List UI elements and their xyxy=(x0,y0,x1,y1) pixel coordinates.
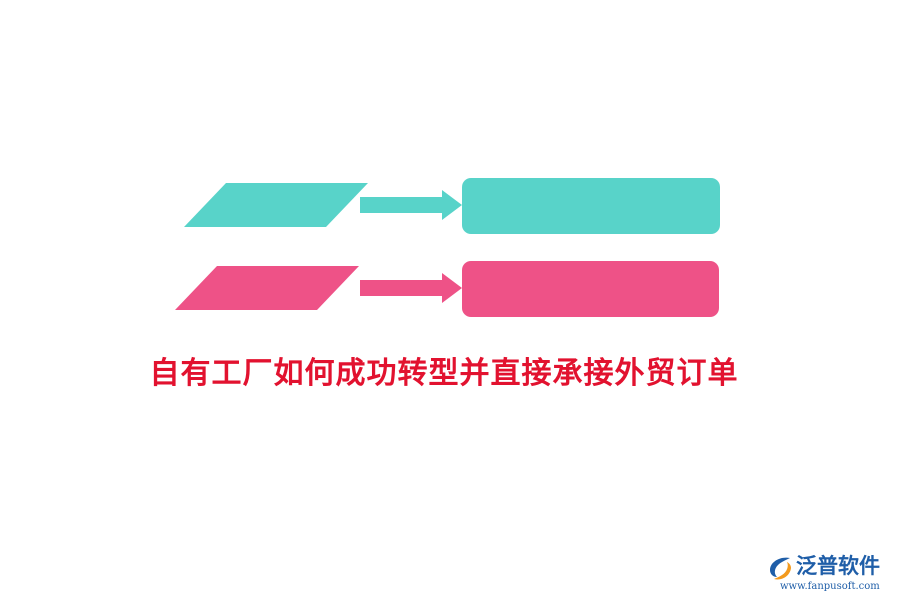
result-box-2 xyxy=(462,261,719,317)
logo-swoosh-blue xyxy=(770,557,790,577)
arrow-shaft-2 xyxy=(360,280,446,296)
result-box-1 xyxy=(462,178,720,234)
flow-diagram xyxy=(175,178,720,317)
page-title: 自有工厂如何成功转型并直接承接外贸订单 xyxy=(149,356,739,391)
logo-swoosh-orange xyxy=(774,562,791,580)
fanpu-logo-icon xyxy=(770,557,791,580)
brand-logo: 泛普软件 www.fanpusoft.com xyxy=(766,552,892,596)
arrow-shaft-1 xyxy=(360,197,446,213)
arrow-head-1 xyxy=(442,190,462,220)
flow-row-1 xyxy=(184,178,720,234)
brand-name: 泛普软件 xyxy=(796,554,880,578)
brand-url: www.fanpusoft.com xyxy=(780,581,880,592)
flow-row-2 xyxy=(175,261,719,317)
arrow-head-2 xyxy=(442,273,462,303)
input-parallelogram-1 xyxy=(184,183,368,227)
input-parallelogram-2 xyxy=(175,266,359,310)
